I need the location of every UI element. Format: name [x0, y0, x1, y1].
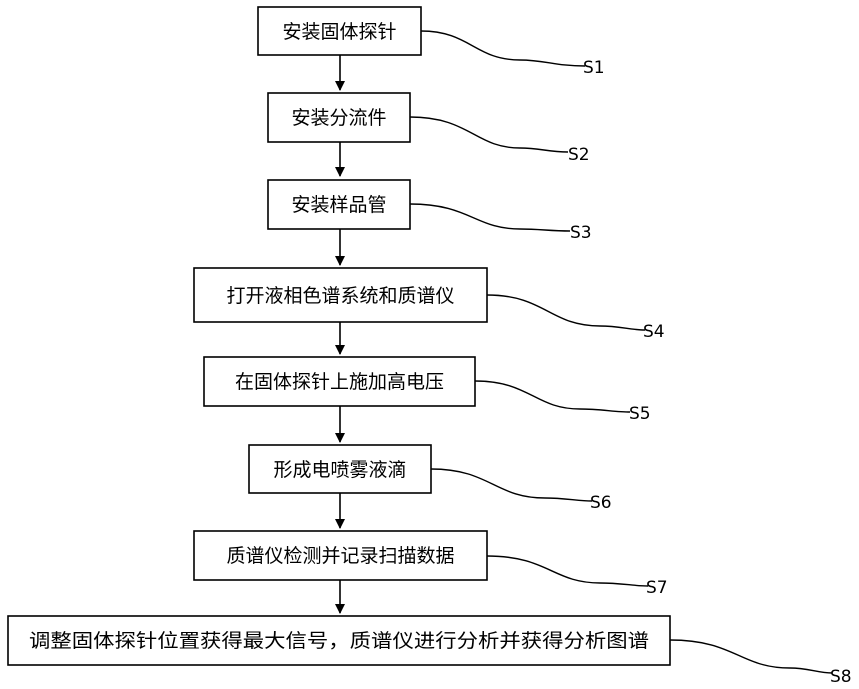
step-box-s3: 安装样品管 — [268, 180, 410, 229]
step-label-s6: S6 — [590, 493, 612, 513]
step-text-s8: 调整固体探针位置获得最大信号，质谱仪进行分析并获得分析图谱 — [29, 630, 649, 652]
step-text-s2: 安装分流件 — [291, 107, 386, 129]
leader-line-s2 — [410, 117, 568, 152]
step-text-s7: 质谱仪检测并记录扫描数据 — [226, 545, 454, 567]
leader-line-s4 — [487, 295, 645, 330]
step-text-s1: 安装固体探针 — [282, 21, 396, 43]
leader-line-s8 — [670, 640, 832, 673]
step-label-s1: S1 — [583, 58, 605, 78]
step-box-s4: 打开液相色谱系统和质谱仪 — [194, 268, 487, 322]
step-label-s3: S3 — [570, 223, 592, 243]
step-label-s8: S8 — [830, 667, 852, 687]
step-label-s2: S2 — [568, 145, 590, 165]
step-box-s5: 在固体探针上施加高电压 — [204, 357, 475, 406]
step-box-s1: 安装固体探针 — [258, 7, 421, 55]
step-box-s7: 质谱仪检测并记录扫描数据 — [194, 531, 487, 580]
leader-line-s3 — [410, 204, 570, 231]
step-box-s8: 调整固体探针位置获得最大信号，质谱仪进行分析并获得分析图谱 — [8, 616, 670, 665]
step-text-s4: 打开液相色谱系统和质谱仪 — [226, 285, 454, 307]
leader-line-s5 — [475, 381, 630, 412]
leader-line-s7 — [487, 556, 648, 586]
step-box-s6: 形成电喷雾液滴 — [249, 445, 431, 493]
leader-line-s1 — [421, 31, 585, 66]
step-text-s5: 在固体探针上施加高电压 — [235, 371, 444, 393]
step-label-s5: S5 — [629, 404, 651, 424]
step-text-s6: 形成电喷雾液滴 — [273, 459, 406, 481]
step-label-s7: S7 — [646, 578, 668, 598]
step-label-s4: S4 — [643, 322, 665, 342]
leader-line-s6 — [431, 469, 592, 501]
step-box-s2: 安装分流件 — [268, 93, 410, 142]
step-text-s3: 安装样品管 — [291, 194, 386, 216]
